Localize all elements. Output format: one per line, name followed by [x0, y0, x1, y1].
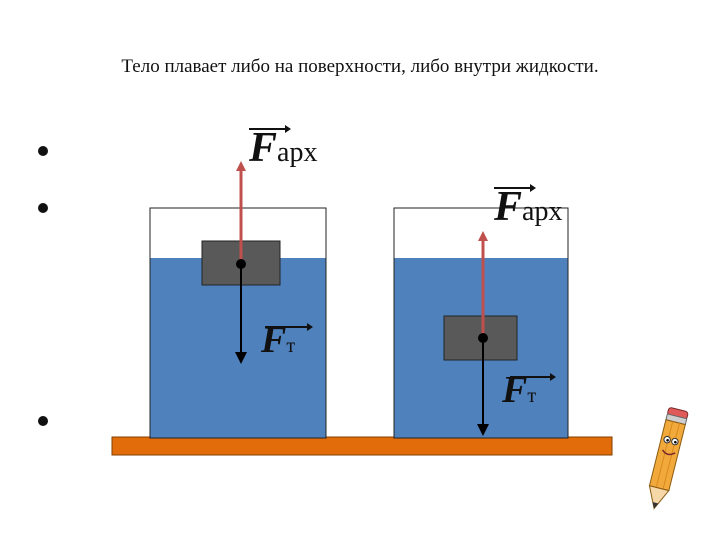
right-gravity-label: Fт — [502, 368, 536, 412]
vector-bar — [249, 128, 289, 130]
vector-bar — [510, 376, 554, 378]
force-symbol: F — [494, 184, 522, 230]
force-symbol: F — [249, 125, 277, 171]
pencil-character-icon — [644, 407, 688, 511]
force-subscript: арх — [522, 196, 562, 227]
right-container — [394, 208, 568, 438]
table-surface — [112, 437, 612, 455]
force-subscript: арх — [277, 137, 317, 168]
force-subscript: т — [527, 385, 536, 407]
right-center-point — [478, 333, 488, 343]
left-gravity-label: Fт — [261, 318, 295, 362]
vector-bar — [265, 326, 311, 328]
left-buoyancy-label: Fарх — [249, 124, 317, 172]
vector-bar — [494, 187, 534, 189]
left-container — [150, 166, 326, 438]
force-subscript: т — [286, 335, 295, 357]
left-center-point — [236, 259, 246, 269]
right-buoyancy-label: Fарх — [494, 183, 562, 231]
